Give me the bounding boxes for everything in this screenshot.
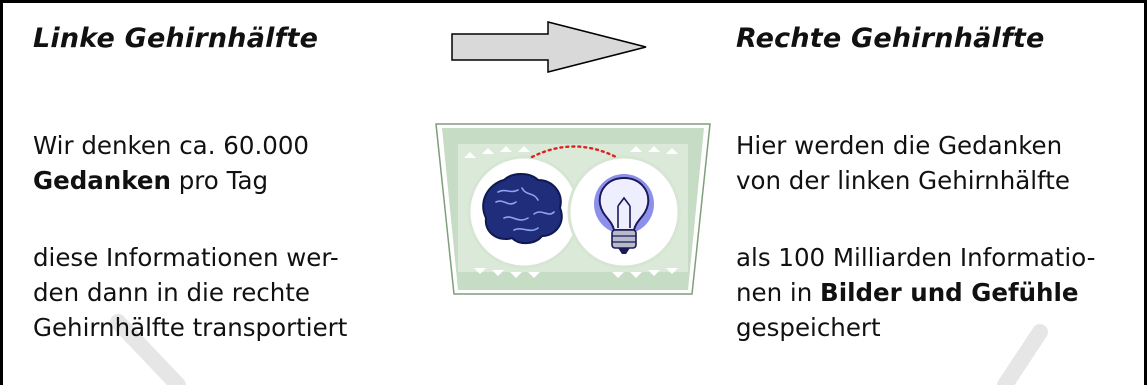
right-para2-bold: Bilder und Gefühle [820, 278, 1078, 307]
right-heading: Rechte Gehirnhälfte [736, 23, 1045, 54]
brain-bulb-graphic [434, 122, 714, 298]
right-para1-line1: Hier werden die Gedanken [736, 128, 1070, 163]
right-para2-line1: als 100 Milliarden Informatio- [736, 240, 1095, 275]
brain-icon [483, 174, 562, 243]
right-arrow-icon [450, 20, 650, 74]
left-para1-bold: Gedanken [33, 166, 171, 195]
left-para1-line2: Gedanken pro Tag [33, 163, 309, 198]
left-paragraph-2: diese Informationen wer- den dann in die… [33, 240, 347, 345]
left-para2-line2: den dann in die rechte [33, 275, 347, 310]
left-para1-rest: pro Tag [171, 166, 268, 195]
right-paragraph-2: als 100 Milliarden Informatio- nen in Bi… [736, 240, 1095, 345]
left-para1-line1: Wir denken ca. 60.000 [33, 128, 309, 163]
left-paragraph-1: Wir denken ca. 60.000 Gedanken pro Tag [33, 128, 309, 198]
right-para2-line3: gespeichert [736, 310, 1095, 345]
left-para2-line1: diese Informationen wer- [33, 240, 347, 275]
right-para2-pre: nen in [736, 278, 820, 307]
right-para1-line2: von der linken Gehirnhälfte [736, 163, 1070, 198]
right-para2-line2: nen in Bilder und Gefühle [736, 275, 1095, 310]
left-heading: Linke Gehirnhälfte [33, 23, 318, 54]
right-paragraph-1: Hier werden die Gedanken von der linken … [736, 128, 1070, 198]
left-para2-line3: Gehirnhälfte transportiert [33, 310, 347, 345]
